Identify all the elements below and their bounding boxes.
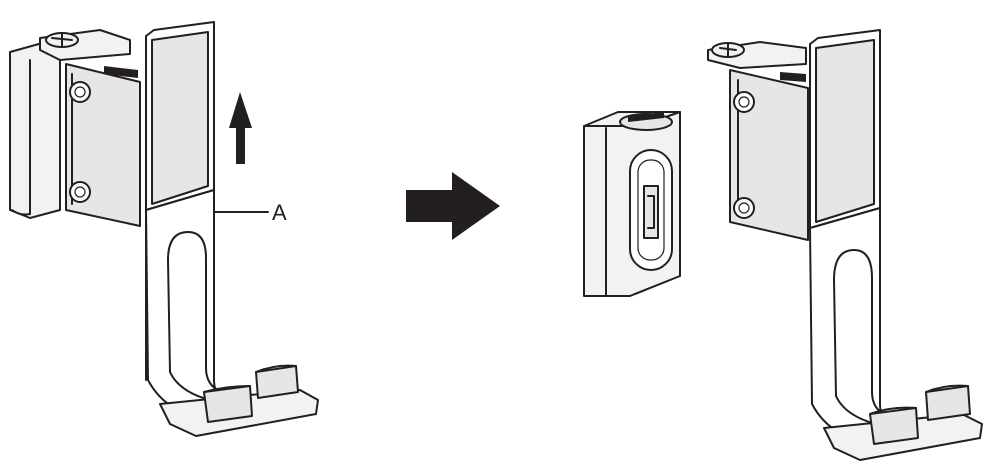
callout-label-a: A — [272, 200, 287, 225]
bracket-a — [145, 21, 319, 437]
up-arrow-icon — [229, 92, 252, 164]
left-assembly: A — [9, 21, 319, 437]
speaker-mounted — [9, 29, 131, 219]
detached-speaker — [583, 111, 681, 297]
right-bracket-assembly — [707, 29, 983, 461]
mounting-plate — [65, 63, 141, 227]
right-arrow-icon — [406, 172, 500, 240]
